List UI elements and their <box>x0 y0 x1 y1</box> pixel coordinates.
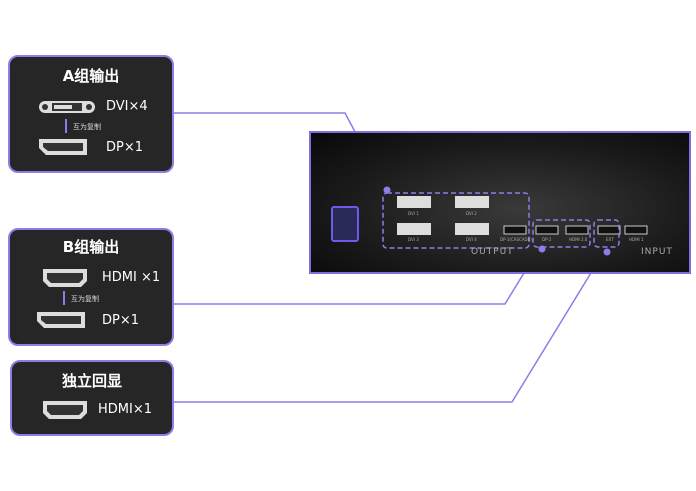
port-label: DP×1 <box>102 313 140 328</box>
dvi-port-icon <box>39 101 95 113</box>
mirror-label: 互为复制 <box>73 123 101 131</box>
device-port-label: DP-1(CASCADE) <box>500 237 532 242</box>
power-socket <box>331 206 359 242</box>
hdmi-port-icon <box>43 401 87 419</box>
port-label: DVI×4 <box>106 99 148 114</box>
independent-monitor-title: 独立回显 <box>61 372 122 390</box>
output-section-label: OUTPUT <box>471 247 514 257</box>
dp-port-icon <box>39 139 87 155</box>
mirror-arrow-icon <box>65 119 67 133</box>
mirror-arrow-icon <box>63 291 65 305</box>
group-a-title: A组输出 <box>62 67 120 85</box>
device-ports <box>382 186 648 256</box>
device-rear-panel: DVI 1 DVI 2 DVI 3 DVI 4 DP-1(CASCADE) DP… <box>309 131 691 274</box>
device-port-label: DVI 2 <box>466 211 477 216</box>
dp-port-icon <box>37 312 85 328</box>
group-b-output-panel: B组输出 HDMI ×1 互为复制 DP×1 <box>8 228 174 346</box>
device-port-label: HDMI 1 <box>629 237 644 242</box>
port-label: HDMI×1 <box>98 402 152 417</box>
independent-monitor-panel: 独立回显 HDMI×1 <box>10 360 174 436</box>
port-label: DP×1 <box>106 140 144 155</box>
hdmi-port-icon <box>43 269 87 287</box>
device-port-label: DVI 1 <box>408 211 419 216</box>
port-label: HDMI ×1 <box>102 270 161 285</box>
device-port-label: DVI 3 <box>408 237 419 242</box>
group-b-title: B组输出 <box>62 238 120 256</box>
input-section-label: INPUT <box>641 247 673 257</box>
device-port-label: DVI 4 <box>466 237 477 242</box>
device-port-label: DP-2 <box>542 237 552 242</box>
mirror-label: 互为复制 <box>71 295 99 303</box>
device-port-label: EXT <box>606 237 614 242</box>
device-port-label: HDMI 2.0 <box>569 237 588 242</box>
group-a-output-panel: A组输出 DVI×4 互为复制 DP×1 <box>8 55 174 173</box>
